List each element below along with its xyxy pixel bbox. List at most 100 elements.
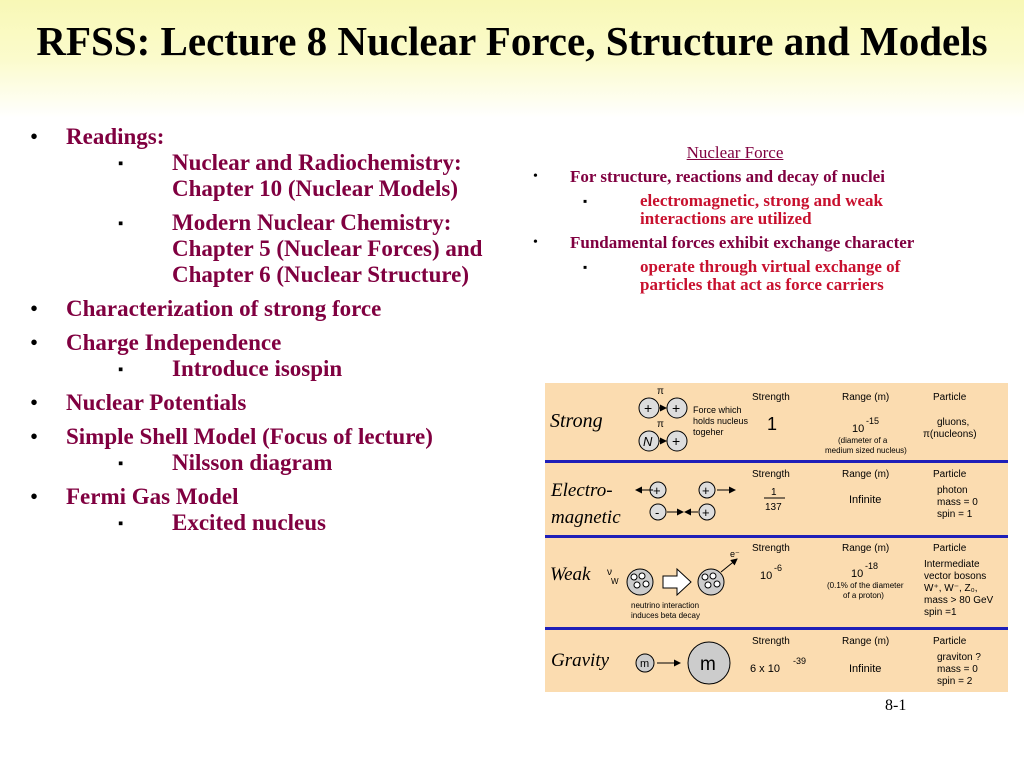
list-item-text: Fundamental forces exhibit exchange char…: [570, 233, 915, 252]
nucleus-circle: [626, 568, 654, 596]
electron-label: e⁻: [730, 549, 740, 559]
column-header: Range (m): [842, 392, 889, 403]
strength-base: 10: [760, 570, 772, 582]
particle-text: spin = 1: [937, 509, 973, 520]
nucleon-circle: [666, 397, 688, 419]
charge-label: -: [655, 505, 659, 520]
pion-label: π: [657, 386, 664, 397]
column-header: Range (m): [842, 543, 889, 554]
particle-text: spin =1: [924, 607, 957, 618]
charge-label: +: [672, 433, 680, 449]
force-name: Gravity: [551, 650, 610, 671]
force-name: Strong: [550, 410, 603, 432]
pion-label: π: [657, 419, 664, 430]
electromagnetic-row: Electro- magnetic + + - + Strength Range…: [550, 469, 978, 528]
charge-label: +: [702, 505, 710, 520]
list-item: •Simple Shell Model (Focus of lecture) ▪…: [30, 424, 500, 476]
charge-label: +: [644, 400, 652, 416]
column-header: Strength: [752, 543, 790, 554]
strong-row: Strong π + + π N + Force which holds nuc…: [550, 386, 977, 455]
large-mass-circle: [687, 641, 731, 685]
forces-svg: Strong π + + π N + Force which holds nuc…: [545, 386, 1008, 687]
sub-item-text: operate through virtual exchange of part…: [640, 257, 901, 294]
nucleon-dot: [709, 572, 717, 580]
sub-list-item: ▪Modern Nuclear Chemistry: Chapter 5 (Nu…: [118, 210, 483, 287]
strength-numerator: 1: [771, 487, 777, 498]
list-item: •Fundamental forces exhibit exchange cha…: [533, 233, 915, 252]
force-caption: neutrino interaction: [631, 601, 699, 610]
range-note: medium sized nucleus): [825, 446, 907, 455]
list-item-text: Fermi Gas Model: [66, 484, 239, 509]
strength-value: 1: [767, 414, 777, 434]
neutrino-label: ν: [607, 567, 612, 578]
particle-text: π(nucleons): [923, 429, 977, 440]
sub-item-text: Nilsson diagram: [172, 450, 333, 475]
nuclear-force-panel: Nuclear Force •For structure, reactions …: [525, 144, 945, 300]
sub-item-text: Excited nucleus: [172, 510, 326, 535]
page-number: 8-1: [885, 697, 907, 714]
sub-list-item: ▪Nilsson diagram: [118, 450, 333, 475]
column-header: Particle: [933, 392, 967, 403]
particle-text: gluons,: [937, 417, 969, 428]
column-header: Particle: [933, 636, 967, 647]
charge-label: +: [653, 483, 661, 498]
range-value: Infinite: [849, 494, 881, 506]
force-caption: holds nucleus: [693, 416, 749, 426]
particle-text: mass > 80 GeV: [924, 595, 994, 606]
list-item: •Charge Independence ▪Introduce isospin: [30, 330, 500, 382]
gravity-row: Gravity m m Strength Range (m) Particle …: [551, 636, 981, 687]
particle-text: spin = 2: [937, 676, 973, 687]
nucleon-dot: [713, 580, 721, 588]
sub-item-text: Modern Nuclear Chemistry: Chapter 5 (Nuc…: [172, 210, 483, 287]
nucleon-circle: [666, 430, 688, 452]
range-note: (0.1% of the diameter: [827, 581, 904, 590]
list-item-text: For structure, reactions and decay of nu…: [570, 167, 885, 186]
small-mass-circle: [635, 653, 655, 673]
row-divider: [545, 535, 1008, 538]
force-caption: togeher: [693, 427, 724, 437]
particle-text: graviton ?: [937, 652, 981, 663]
slide-title: RFSS: Lecture 8 Nuclear Force, Structure…: [36, 18, 988, 64]
range-exponent: -15: [866, 416, 879, 426]
electron-arrow: [720, 558, 738, 573]
column-header: Strength: [752, 636, 790, 647]
list-item-text: Readings:: [66, 124, 165, 149]
column-header: Range (m): [842, 636, 889, 647]
list-item: •Fermi Gas Model ▪Excited nucleus: [30, 484, 500, 536]
title-band: [0, 0, 1024, 118]
strength-denominator: 137: [765, 502, 782, 513]
fundamental-forces-figure: Strong π + + π N + Force which holds nuc…: [545, 383, 1008, 692]
charge-circle: [698, 481, 716, 499]
sub-item-text: Introduce isospin: [172, 356, 343, 381]
mass-label: m: [640, 658, 649, 670]
sub-list-item: ▪Nuclear and Radiochemistry: Chapter 10 …: [118, 150, 462, 201]
list-item: •Nuclear Potentials: [30, 390, 247, 415]
force-caption: Force which: [693, 405, 742, 415]
particle-text: mass = 0: [937, 497, 978, 508]
nucleon-dot: [638, 572, 646, 580]
column-header: Range (m): [842, 469, 889, 480]
nucleus-circle: [697, 568, 725, 596]
neutron-label: N: [643, 434, 653, 449]
nucleon-dot: [633, 581, 641, 589]
row-divider: [545, 627, 1008, 630]
particle-text: mass = 0: [937, 664, 978, 675]
range-note: (diameter of a: [838, 436, 888, 445]
particle-text: W⁺, W⁻, Z₀,: [924, 583, 978, 594]
force-caption: induces beta decay: [631, 611, 700, 620]
force-name: Weak: [550, 564, 591, 585]
list-item: •Readings: ▪Nuclear and Radiochemistry: …: [30, 124, 500, 288]
range-exponent: -18: [865, 561, 878, 571]
nucleon-dot: [704, 581, 712, 589]
charge-label: +: [672, 400, 680, 416]
sub-item-text: electromagnetic, strong and weak interac…: [640, 191, 884, 228]
range-base: 10: [851, 568, 863, 580]
reaction-arrow: [662, 567, 692, 597]
particle-text: vector bosons: [924, 571, 986, 582]
range-base: 10: [852, 423, 864, 435]
charge-circle: [698, 503, 716, 521]
particle-text: Intermediate: [924, 559, 980, 570]
list-item-text: Charge Independence: [66, 330, 282, 355]
w-boson-label: W: [611, 577, 619, 586]
sub-list-item: ▪electromagnetic, strong and weak intera…: [583, 191, 884, 228]
